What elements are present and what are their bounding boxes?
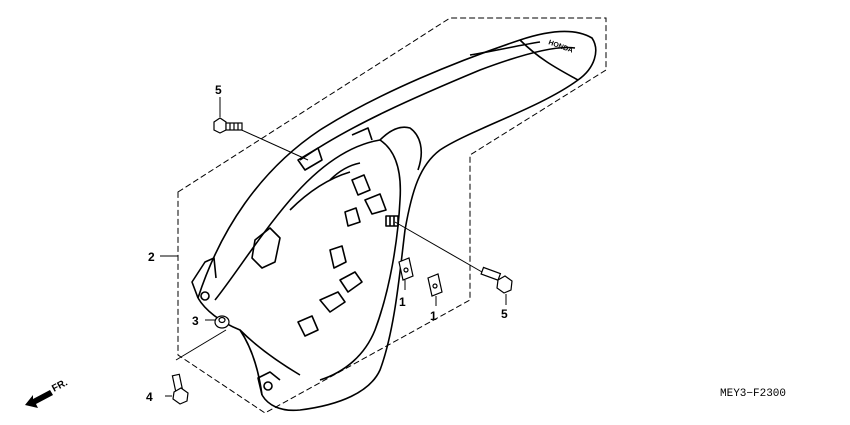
bolt-icon (171, 373, 189, 405)
direction-label: FR. (50, 377, 70, 394)
callout-3: 3 (192, 314, 199, 328)
callout-4: 4 (146, 390, 153, 404)
callout-1-right: 1 (430, 309, 437, 323)
callout-1-left: 1 (399, 295, 406, 309)
assembly-outline (177, 17, 607, 414)
diagram-code: MEY3−F2300 (720, 388, 786, 400)
rear-fender (191, 30, 597, 412)
clip-nut-icon (427, 273, 443, 297)
bolt-icon (213, 117, 243, 134)
callout-5-upper: 5 (215, 83, 222, 97)
forward-arrow-icon (25, 390, 53, 408)
fender-brand-text: HONDA (547, 39, 574, 54)
clip-nut-icon (398, 257, 414, 281)
grommet-icon (214, 315, 230, 329)
callout-5-right: 5 (501, 307, 508, 321)
bolt-icon (480, 266, 513, 294)
callout-2: 2 (148, 250, 155, 264)
leader-lines (160, 126, 483, 397)
